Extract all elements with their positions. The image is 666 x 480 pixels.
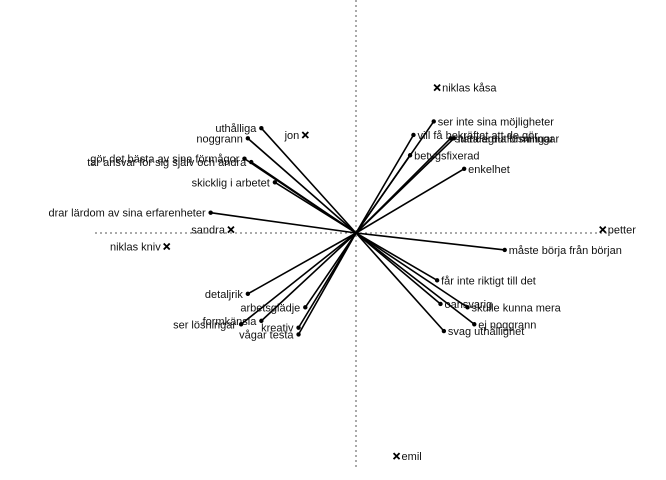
vector-tip-ser-inte-sina-mojligheter [431,119,436,124]
vector-label-skulle-kunna-mera: skulle kunna mera [472,302,562,314]
vector-label-ej-noggrann: ej noggrann [478,319,536,331]
vector-ser-losningar [240,232,357,325]
vector-skicklig-i-arbetet [274,181,357,234]
vector-betygsfixerad [355,154,411,234]
vector-tip-arbetsgladje [303,305,308,310]
vector-standardutformningar [355,137,452,234]
vector-tip-drar-lardom-av-sina-erfarenheter [208,210,213,215]
individual-marker-niklas-kasa [433,84,441,92]
vector-label-oansvarig: oansvarig [445,299,493,311]
vector-label-formkansla: formkänsla [203,316,258,328]
vector-tip-kreativ [296,325,301,330]
vector-label-vill-fa-bekraftat-att-de-gor: vill få bekräftat att de gör [417,130,538,142]
vector-enkelhet [355,168,465,234]
vector-tip-enkelhet [461,166,467,171]
vector-tip-far-inte-riktigt-till-det [434,278,440,283]
vector-ej-noggrann [355,232,475,325]
vector-label-maste-borja-fran-borjan: måste börja från början [509,245,622,257]
vector-tip-formkansla [259,318,264,324]
vector-label-enkelhet: enkelhet [468,164,510,176]
individual-marker-petter [599,225,607,234]
vector-far-inte-riktigt-till-det [355,232,438,282]
vector-label-vagar-testa: vågar testa [239,329,294,341]
individual-marker-sandra [227,225,235,234]
vector-label-ser-losningar: ser lösningar [173,319,236,331]
vector-vagar-testa [297,232,357,335]
vector-label-noggrann: noggrann [196,133,243,145]
vector-tip-standardutformningar [448,136,453,141]
vector-label-svag-uthallighet: svag uthållighet [448,326,524,338]
vector-tip-svag-uthallighet [441,328,447,334]
vector-tip-gor-det-basta-av-sina-formagor [242,156,247,161]
vector-label-skicklig-i-arbetet: skicklig i arbetet [192,177,270,189]
vector-label-betygsfixerad: betygsfixerad [414,150,479,162]
vector-tip-uthalliga [259,126,264,131]
vector-label-tar-ansvar-for-sig-sjalv-och-andra: tar ansvar för sig själv och andra [87,157,247,169]
individual-label-jon: jon [284,130,300,142]
vector-vill-fa-bekraftat-att-de-gor [355,134,415,234]
vector-label-uthalliga: uthålliga [215,123,257,135]
vector-label-arbetsgladje: arbetsglädje [240,302,300,314]
vector-label-kreativ: kreativ [261,323,294,335]
individual-marker-niklas-kniv [163,242,171,251]
individual-points: niklas kåsa jon sandra niklas kniv petter emi… [110,83,636,463]
vector-tip-maste-borja-fran-borjan [502,247,507,253]
vector-tip-vill-fa-bekraftat-att-de-gor [411,132,416,138]
vector-label-hitta-egna-losningar: hitta egna lösningar [458,133,554,145]
vector-tip-ser-losningar [238,322,244,327]
vector-uthalliga [260,127,357,234]
vector-svag-uthallighet [355,232,445,332]
vector-skulle-kunna-mera [355,232,468,309]
vector-tip-noggrann [245,136,251,141]
individual-label-emil: emil [402,451,422,463]
individual-marker-emil [392,452,401,460]
individual-label-niklas-kasa: niklas kåsa [442,83,497,95]
vector-label-ser-inte-sina-mojligheter: ser inte sina möjligheter [438,116,555,128]
vector-tip-oansvarig [438,301,443,307]
vector-tip-skulle-kunna-mera [465,305,470,310]
individual-label-niklas-kniv: niklas kniv [110,242,161,254]
vector-tip-tar-ansvar-for-sig-sjalv-och-andra [249,159,254,165]
vector-tip-vagar-testa [296,332,301,337]
vector-tip-detaljrik [245,291,251,297]
vector-tip-ej-noggrann [472,322,477,327]
vector-maste-borja-fran-borjan [355,232,505,251]
vector-label-far-inte-riktigt-till-det: får inte riktigt till det [441,275,536,287]
vector-label-gor-det-basta-av-sina-formagor: gör det bästa av sina förmågor [90,154,240,166]
vector-tip-skicklig-i-arbetet [272,180,278,185]
vector-formkansla [260,232,357,322]
individual-label-sandra: sandra [191,225,226,237]
vector-label-detaljrik: detaljrik [205,289,243,301]
vector-label-drar-lardom-av-sina-erfarenheter: drar lärdom av sina erfarenheter [49,208,206,220]
vector-label-standardutformningar: standardutformningar [455,133,560,145]
individual-marker-jon [301,131,309,139]
vector-noggrann [247,137,357,234]
vector-tip-hitta-egna-losningar [451,136,457,141]
individual-label-petter: petter [608,225,636,237]
vector-tip-betygsfixerad [407,153,413,158]
vector-drar-lardom-av-sina-erfarenheter [210,211,357,234]
vector-detaljrik [247,232,357,295]
